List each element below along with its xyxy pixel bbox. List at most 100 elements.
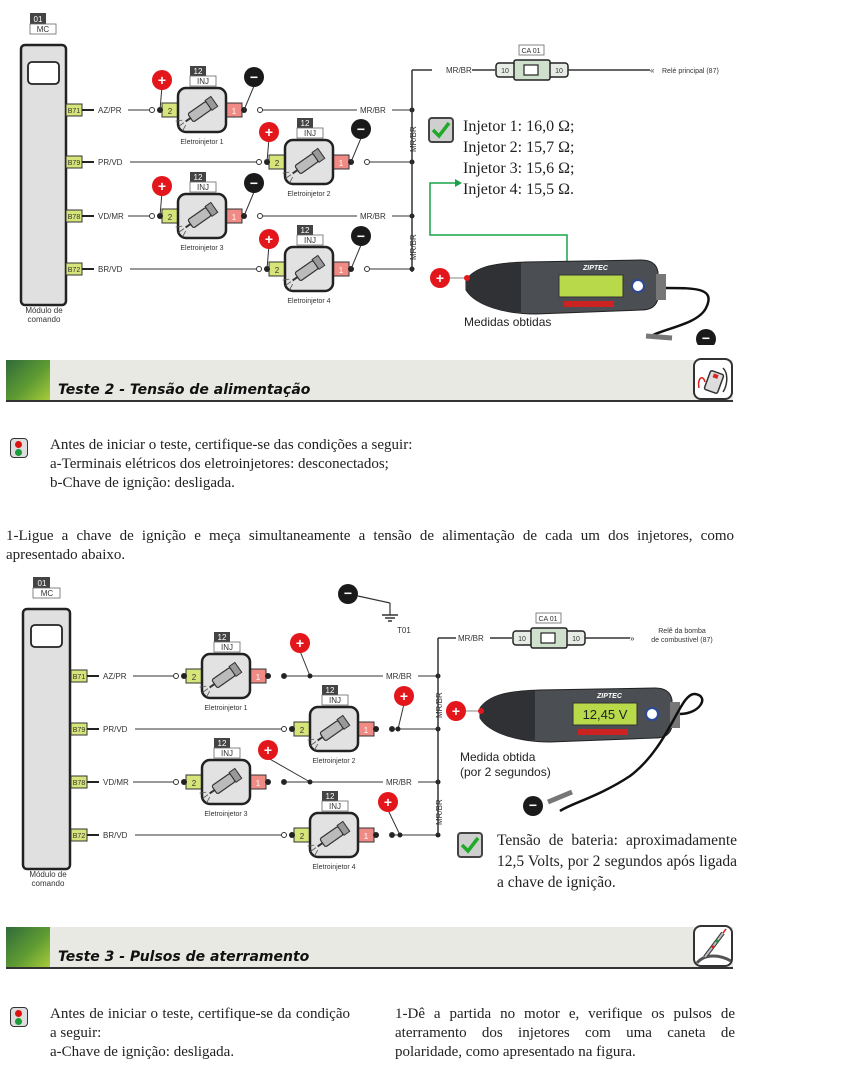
injector-icon [280, 138, 335, 186]
svg-text:B72: B72 [73, 833, 86, 840]
svg-text:MR/BR: MR/BR [435, 799, 444, 825]
svg-text:AZ/PR: AZ/PR [103, 672, 127, 681]
svg-text:VD/MR: VD/MR [98, 212, 124, 221]
svg-text:comando: comando [32, 879, 65, 888]
svg-text:MC: MC [37, 25, 50, 34]
svg-text:10: 10 [555, 68, 563, 75]
check-icon [457, 832, 483, 858]
traffic-light-icon [10, 1007, 28, 1027]
svg-text:−: − [250, 175, 258, 191]
module-num-tag [30, 13, 46, 24]
svg-text:1: 1 [256, 673, 261, 682]
svg-text:12: 12 [218, 739, 227, 748]
svg-text:de combustível (87): de combustível (87) [651, 637, 712, 644]
svg-text:2: 2 [275, 159, 280, 168]
svg-text:12: 12 [194, 67, 203, 76]
svg-text:2: 2 [168, 107, 173, 116]
svg-text:B71: B71 [68, 108, 81, 115]
plus-icon [152, 176, 172, 196]
svg-text:+: + [264, 742, 272, 758]
svg-text:MR/BR: MR/BR [446, 66, 472, 75]
svg-text:Eletroinjetor 4: Eletroinjetor 4 [312, 864, 355, 871]
svg-text:1: 1 [256, 779, 261, 788]
svg-text:−: − [357, 228, 365, 244]
svg-text:+: + [400, 688, 408, 704]
svg-text:10: 10 [572, 636, 580, 643]
svg-text:INJ: INJ [329, 696, 341, 705]
svg-text:12: 12 [326, 792, 335, 801]
injector-icon [197, 758, 252, 806]
svg-text:1: 1 [339, 266, 344, 275]
lcd-display [558, 274, 624, 298]
svg-text:Eletroinjetor 4: Eletroinjetor 4 [287, 298, 330, 305]
injector-icon [280, 245, 335, 293]
svg-text:B78: B78 [68, 214, 81, 221]
multimeter: 12,45 V ZIPTEC [479, 687, 704, 813]
plus-icon [152, 70, 172, 90]
svg-text:MR/BR: MR/BR [386, 778, 412, 787]
svg-text:B78: B78 [73, 780, 86, 787]
svg-text:+: + [436, 270, 444, 286]
svg-text:PR/VD: PR/VD [103, 725, 128, 734]
voltage-result: Tensão de bateria: aproximadamente 12,5 … [497, 832, 737, 891]
traffic-light-icon [10, 438, 28, 458]
step-test-2: 1-Ligue a chave de ignição e meça simult… [6, 528, 734, 563]
module-chip-icon [27, 61, 60, 85]
svg-text:10: 10 [501, 68, 509, 75]
svg-text:+: + [158, 178, 166, 194]
section-header-test-3: Teste 3 - Pulsos de aterramento [6, 925, 733, 969]
svg-text:10: 10 [518, 636, 526, 643]
plus-probe-icon [430, 268, 450, 288]
svg-text:CA 01: CA 01 [538, 616, 557, 623]
svg-text:−: − [529, 797, 537, 813]
svg-text:Eletroinjetor 1: Eletroinjetor 1 [180, 139, 223, 146]
svg-text:+: + [296, 635, 304, 651]
lcd-display [572, 702, 638, 726]
injector-icon [173, 192, 228, 240]
svg-text:Eletroinjetor 2: Eletroinjetor 2 [287, 191, 330, 198]
svg-text:2: 2 [300, 832, 305, 841]
svg-text:B71: B71 [73, 674, 86, 681]
svg-text:MR/BR: MR/BR [360, 106, 386, 115]
svg-text:INJ: INJ [221, 749, 233, 758]
minus-icon [244, 173, 264, 193]
injector-icon [197, 652, 252, 700]
svg-text:INJ: INJ [221, 643, 233, 652]
svg-text:ZIPTEC: ZIPTEC [596, 693, 623, 700]
svg-text:PR/VD: PR/VD [98, 158, 123, 167]
polarity-pen-icon [693, 925, 733, 967]
svg-text:VD/MR: VD/MR [103, 778, 129, 787]
svg-text:2: 2 [168, 213, 173, 222]
section-title: Teste 3 - Pulsos de aterramento [58, 949, 310, 965]
svg-text:2: 2 [192, 779, 197, 788]
svg-text:INJ: INJ [197, 77, 209, 86]
svg-text:MR/BR: MR/BR [409, 234, 418, 260]
svg-text:+: + [265, 231, 273, 247]
minus-icon [351, 226, 371, 246]
multimeter-icon [693, 358, 733, 400]
svg-text:−: − [344, 585, 352, 601]
ground-icon [382, 614, 398, 622]
svg-text:−: − [250, 69, 258, 85]
svg-text:1: 1 [339, 159, 344, 168]
svg-text:BR/VD: BR/VD [103, 831, 128, 840]
plus-icon [378, 792, 398, 812]
step-test-3: 1-Dê a partida no motor e, verifique os … [395, 1006, 735, 1060]
svg-text:INJ: INJ [197, 183, 209, 192]
svg-text:+: + [158, 72, 166, 88]
svg-text:MC: MC [41, 589, 54, 598]
svg-text:INJ: INJ [304, 129, 316, 138]
plus-icon [394, 686, 414, 706]
svg-text:Eletroinjetor 2: Eletroinjetor 2 [312, 758, 355, 765]
svg-text:MR/BR: MR/BR [409, 126, 418, 152]
